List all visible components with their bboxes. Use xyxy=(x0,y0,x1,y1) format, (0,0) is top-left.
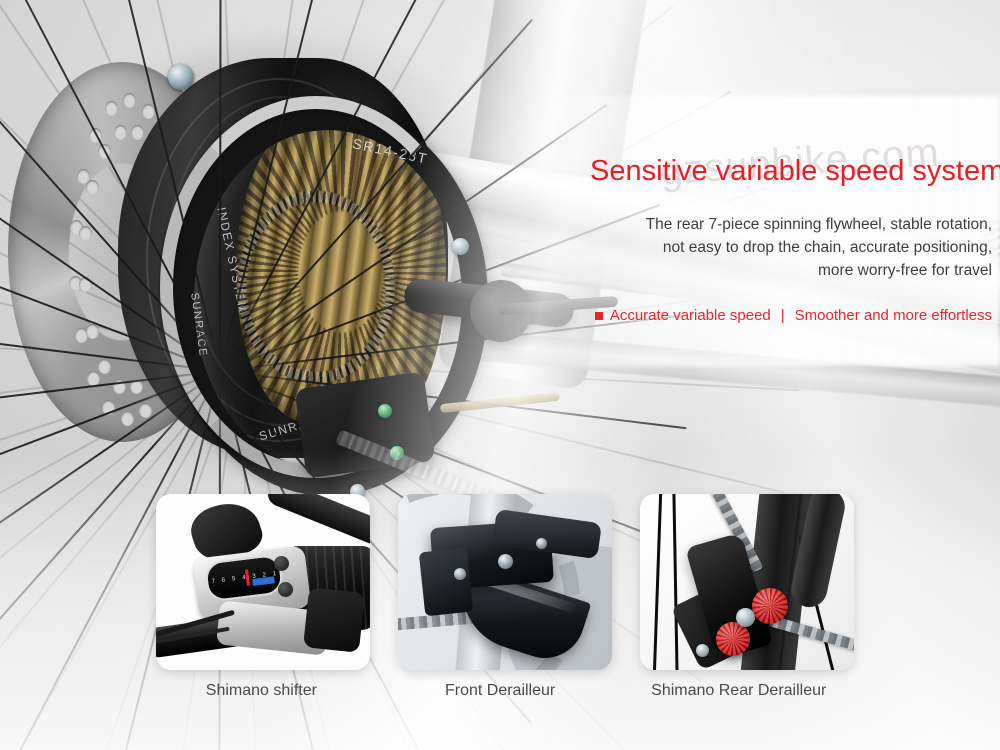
description-line-2: not easy to drop the chain, accurate pos… xyxy=(662,238,992,256)
derailleur-clamp xyxy=(418,547,474,617)
limit-screw xyxy=(454,568,466,580)
description-line-1: The rear 7-piece spinning flywheel, stab… xyxy=(645,215,992,233)
pivot-bolt xyxy=(736,608,755,627)
guide-pulley xyxy=(752,588,788,624)
bullet-square-icon xyxy=(594,311,603,320)
shift-button xyxy=(274,556,289,571)
handlebar-upper xyxy=(263,494,370,550)
thumbnail-front-derailleur[interactable] xyxy=(398,494,612,670)
front-derailleur-photo xyxy=(398,494,612,670)
headline: Sensitive variable speed system xyxy=(590,155,1000,187)
rear-derailleur-photo xyxy=(640,494,854,670)
tagline-separator: | xyxy=(780,307,785,324)
thumbnail-captions: Shimano shifter Front Derailleur Shimano… xyxy=(156,682,856,712)
tagline-left: Accurate variable speed xyxy=(609,307,771,324)
caption-rear-derailleur: Shimano Rear Derailleur xyxy=(651,682,827,699)
description-line-3: more worry-free for travel xyxy=(818,261,992,279)
text-readability-scrim xyxy=(530,96,1000,366)
tagline-right: Smoother and more effortless xyxy=(794,307,992,324)
shifter-clamp xyxy=(303,587,365,653)
tension-pulley xyxy=(716,622,750,656)
cage-bolt xyxy=(696,644,709,657)
tagline: Accurate variable speed | Smoother and m… xyxy=(562,307,992,324)
description-paragraph: The rear 7-piece spinning flywheel, stab… xyxy=(590,214,992,283)
caption-shifter: Shimano shifter xyxy=(205,682,317,699)
adjust-bolt xyxy=(498,554,513,569)
shift-button xyxy=(278,582,293,597)
cable-anchor-bolt xyxy=(536,538,547,549)
thumbnail-rear-derailleur[interactable] xyxy=(640,494,854,670)
caption-front-derailleur: Front Derailleur xyxy=(444,682,556,699)
copy-block: Sensitive variable speed system The rear… xyxy=(590,155,1000,283)
